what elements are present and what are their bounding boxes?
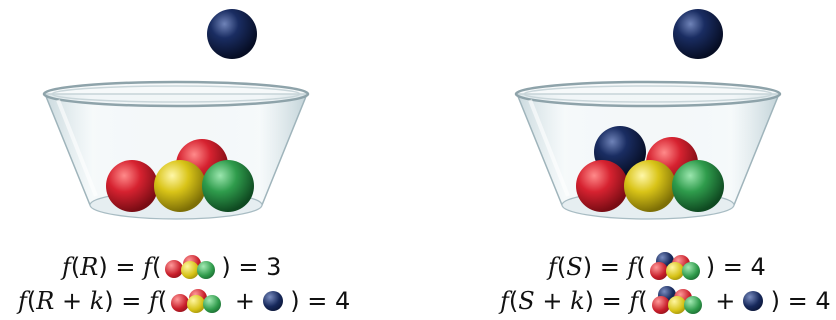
formula-result: 4 — [750, 253, 766, 281]
left-ball-red — [106, 160, 158, 212]
set-label: R — [80, 253, 99, 281]
formula-result: 4 — [335, 287, 351, 315]
function-symbol: f — [62, 253, 71, 281]
left-ball-green — [202, 160, 254, 212]
left-ball-yellow — [154, 160, 206, 212]
set-label: S — [566, 253, 583, 281]
function-symbol: f — [143, 253, 152, 281]
right-ball-green — [672, 160, 724, 212]
mini-navy-ball — [262, 291, 283, 311]
set-label: S — [518, 287, 535, 315]
right-falling-ball — [673, 9, 723, 59]
left-formula-1: f(R) = f( ) = 3 — [62, 253, 282, 281]
right-bowl-rim — [514, 80, 782, 197]
mini-ball-cluster — [167, 289, 227, 313]
mini-ball-cluster — [161, 255, 221, 279]
function-symbol: f — [500, 287, 509, 315]
function-symbol: f — [627, 253, 637, 281]
mini-ball-cluster — [648, 286, 708, 314]
function-symbol: f — [149, 287, 158, 315]
right-ball-yellow — [624, 160, 676, 212]
function-symbol: f — [629, 287, 639, 315]
added-element-label: k — [89, 287, 105, 315]
function-symbol: f — [18, 287, 27, 315]
left-bowl-rim — [42, 80, 310, 197]
mini-ball-cluster — [646, 252, 706, 280]
right-formula-1: f(S) = f( ) = 4 — [548, 252, 766, 281]
right-bowl-balls — [576, 126, 724, 212]
formula-result: 4 — [815, 287, 831, 315]
left-formula-2: f(R + k) = f( + ) = 4 — [18, 287, 351, 315]
formula-result: 3 — [266, 253, 282, 281]
added-element-label: k — [570, 287, 585, 315]
right-ball-red — [576, 160, 628, 212]
function-symbol: f — [548, 253, 557, 281]
right-formula-2: f(S + k) = f( + ) = 4 — [500, 286, 831, 315]
left-bowl-balls — [106, 139, 254, 212]
left-falling-ball — [207, 9, 257, 59]
set-label: R — [36, 287, 55, 315]
mini-navy-ball — [743, 291, 764, 311]
